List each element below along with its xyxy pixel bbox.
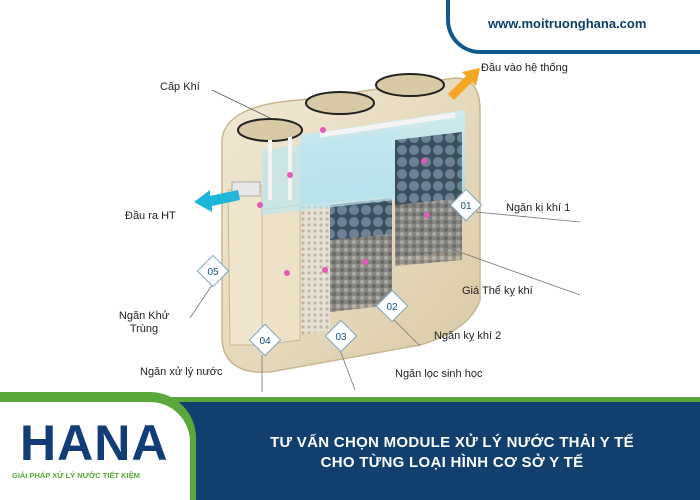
flow-dot — [284, 270, 290, 276]
leader-media — [439, 244, 581, 296]
footer-accent-line — [0, 397, 700, 402]
badge-01: 01 — [449, 188, 483, 222]
hana-logo: HANA — [20, 415, 169, 471]
leader-01 — [475, 211, 581, 223]
badge-03: 03 — [324, 319, 358, 353]
badge-05-text: 05 — [207, 267, 219, 278]
flow-dot — [424, 212, 430, 218]
disinfection-chamber — [227, 185, 263, 346]
label-biofilter: Ngăn lọc sinh học — [395, 368, 483, 380]
label-system-inlet: Đầu vào hệ thống — [481, 62, 568, 74]
headline-line-2: CHO TỪNG LOẠI HÌNH CƠ SỞ Y TẾ — [320, 454, 584, 471]
logo-card — [0, 402, 190, 500]
logo-slogan: GIẢI PHÁP XỬ LÝ NƯỚC TIẾT KIỆM — [12, 471, 140, 480]
upper-water — [262, 132, 395, 215]
label-anaerobic-1: Ngăn kị khí 1 — [506, 202, 571, 214]
leader-air — [211, 89, 271, 119]
outlet-pipe — [231, 181, 261, 197]
manhole-lid-2 — [305, 91, 375, 115]
flow-dot — [257, 202, 263, 208]
flow-dot — [322, 267, 328, 273]
headline-line-1: TƯ VẤN CHỌN MODULE XỬ LÝ NƯỚC THẢI Y TẾ — [270, 434, 634, 451]
label-anaerobic-2: Ngăn kỵ khí 2 — [434, 330, 502, 342]
badge-04-text: 04 — [259, 336, 271, 347]
label-disinfection-line1: Ngăn Khử — [118, 310, 170, 322]
inlet-arrow — [448, 68, 480, 100]
anaerobic-gravel-2 — [330, 234, 392, 312]
leader-05 — [189, 284, 213, 319]
flow-dot — [287, 172, 293, 178]
label-air-supply: Cấp Khí — [160, 81, 200, 93]
leader-03 — [339, 349, 356, 391]
label-disinfection: Ngăn Khử Trùng — [104, 310, 184, 336]
label-outlet: Đầu ra HT — [125, 210, 176, 222]
badge-05: 05 — [196, 254, 230, 288]
badge-01-text: 01 — [460, 201, 472, 212]
website-tab — [446, 0, 700, 54]
headline: TƯ VẤN CHỌN MODULE XỬ LÝ NƯỚC THẢI Y TẾ … — [232, 433, 672, 473]
manhole-lid-1 — [237, 118, 303, 142]
outlet-arrow — [194, 190, 240, 212]
label-disinfection-line2: Trùng — [129, 323, 159, 335]
flow-dot — [362, 259, 368, 265]
label-treatment: Ngăn xử lý nước — [140, 366, 223, 378]
badge-02: 02 — [375, 289, 409, 323]
inlet-pipe — [319, 112, 456, 138]
badge-03-text: 03 — [335, 332, 347, 343]
biofilter-media — [300, 202, 330, 335]
anaerobic-gravel-1 — [395, 198, 462, 266]
treatment-chamber — [261, 204, 301, 346]
flow-dot — [421, 158, 427, 164]
badge-02-text: 02 — [386, 302, 398, 313]
manhole-lid-3 — [375, 73, 445, 97]
badge-04: 04 — [248, 323, 282, 357]
website-url[interactable]: www.moitruonghana.com — [488, 16, 647, 31]
flow-dot — [320, 127, 326, 133]
leader-02 — [391, 317, 421, 347]
septic-tank-illustration: 01 02 03 04 05 — [189, 68, 581, 392]
label-media: Giá Thể kỵ khí — [462, 285, 533, 297]
